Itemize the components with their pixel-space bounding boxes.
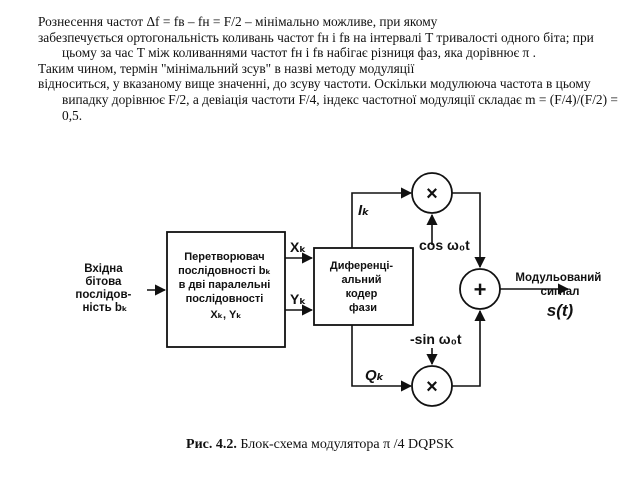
converter-label-line: Xₖ, Yₖ xyxy=(210,309,241,321)
coder-label: Диференці- альний кодер фази xyxy=(330,260,396,314)
converter-block xyxy=(166,231,286,348)
output-label-line: сигнал xyxy=(541,286,580,298)
coder-label-line: альний xyxy=(341,274,381,286)
paragraph-2: забезпечується ортогональність коливань … xyxy=(38,29,594,61)
y-label: Yₖ xyxy=(290,291,306,307)
input-label-line: бітова xyxy=(85,276,122,288)
paragraph-1: Рознесення частот Δf = fв – fн = F/2 – м… xyxy=(38,14,438,29)
output-label-line: Модульований xyxy=(515,272,601,284)
i-label: Iₖ xyxy=(358,202,369,219)
input-label-line: ність bₖ xyxy=(82,302,127,314)
cos-label: cos ω₀t xyxy=(419,237,470,253)
i-arrow xyxy=(351,187,413,248)
body-text: Рознесення частот Δf = fв – fн = F/2 – м… xyxy=(38,14,618,123)
x-label: Xₖ xyxy=(290,239,306,255)
input-label-line: послідов- xyxy=(75,289,131,301)
coder-label-line: кодер xyxy=(346,288,378,300)
caption-prefix: Рис. 4.2. xyxy=(186,437,237,452)
q-label: Qₖ xyxy=(365,367,384,384)
paragraph-3: Таким чином, термін "мінімальний зсув" в… xyxy=(38,60,415,76)
input-label-line: Вхідна xyxy=(84,263,123,275)
caption-text: Блок-схема модулятора π /4 DQPSK xyxy=(236,437,454,452)
converter-label-line: Перетворювач xyxy=(184,251,264,263)
multiplier-top-symbol: × xyxy=(426,183,438,205)
coder-label-line: фази xyxy=(349,302,377,314)
multiplier-bottom-symbol: × xyxy=(426,376,438,398)
converter-label-line: послідовності xyxy=(186,293,264,305)
summator-symbol: + xyxy=(474,277,487,302)
paragraph-4: відноситься, у вказаному вище значенні, … xyxy=(38,76,618,123)
coder-label-line: Диференці- xyxy=(330,260,393,272)
coder-block xyxy=(313,247,414,326)
converter-label: Перетворювач послідовності bₖ в дві пара… xyxy=(178,251,274,321)
q-arrow xyxy=(351,325,413,392)
input-label: Вхідна бітова послідов- ність bₖ xyxy=(75,263,134,314)
output-signal: s(t) xyxy=(547,301,574,320)
sin-label: -sin ω₀t xyxy=(410,331,462,347)
output-label: Модульований сигнал xyxy=(515,272,604,298)
block-diagram: Вхідна бітова послідов- ність bₖ Перетво… xyxy=(75,172,604,407)
top-to-sum-arrow xyxy=(452,192,486,269)
converter-label-line: в дві паралельні xyxy=(179,279,271,291)
bottom-to-sum-arrow xyxy=(452,309,486,387)
figure-caption: Рис. 4.2. Блок-схема модулятора π /4 DQP… xyxy=(0,437,640,453)
converter-label-line: послідовності bₖ xyxy=(178,265,271,277)
